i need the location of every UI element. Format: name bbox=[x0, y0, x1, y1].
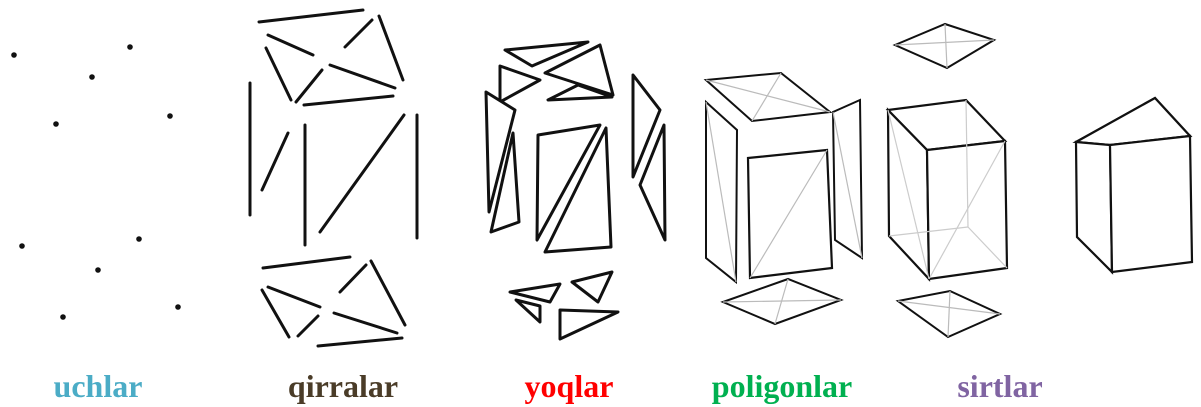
vertex-dot bbox=[95, 267, 101, 273]
vertex-dot bbox=[89, 74, 95, 80]
polygons-illustration bbox=[706, 73, 862, 324]
vertex-dot bbox=[175, 304, 181, 310]
caption-faces: yoqlar bbox=[525, 368, 614, 404]
vertex-dot bbox=[136, 236, 142, 242]
faces-illustration bbox=[486, 42, 665, 339]
caption-vertices: uchlar bbox=[54, 368, 143, 404]
vertex-dot bbox=[167, 113, 173, 119]
vertex-dot bbox=[19, 243, 25, 249]
vertex-dot bbox=[53, 121, 59, 127]
edges-illustration bbox=[250, 10, 417, 346]
vertex-dot bbox=[127, 44, 133, 50]
caption-surfaces: sirtlar bbox=[957, 368, 1042, 404]
vertices-illustration bbox=[11, 44, 181, 320]
caption-polygons: poligonlar bbox=[712, 368, 852, 404]
surfaces-illustration bbox=[888, 24, 1192, 337]
vertex-dot bbox=[11, 52, 17, 58]
caption-edges: qirralar bbox=[288, 368, 398, 404]
vertex-dot bbox=[60, 314, 66, 320]
